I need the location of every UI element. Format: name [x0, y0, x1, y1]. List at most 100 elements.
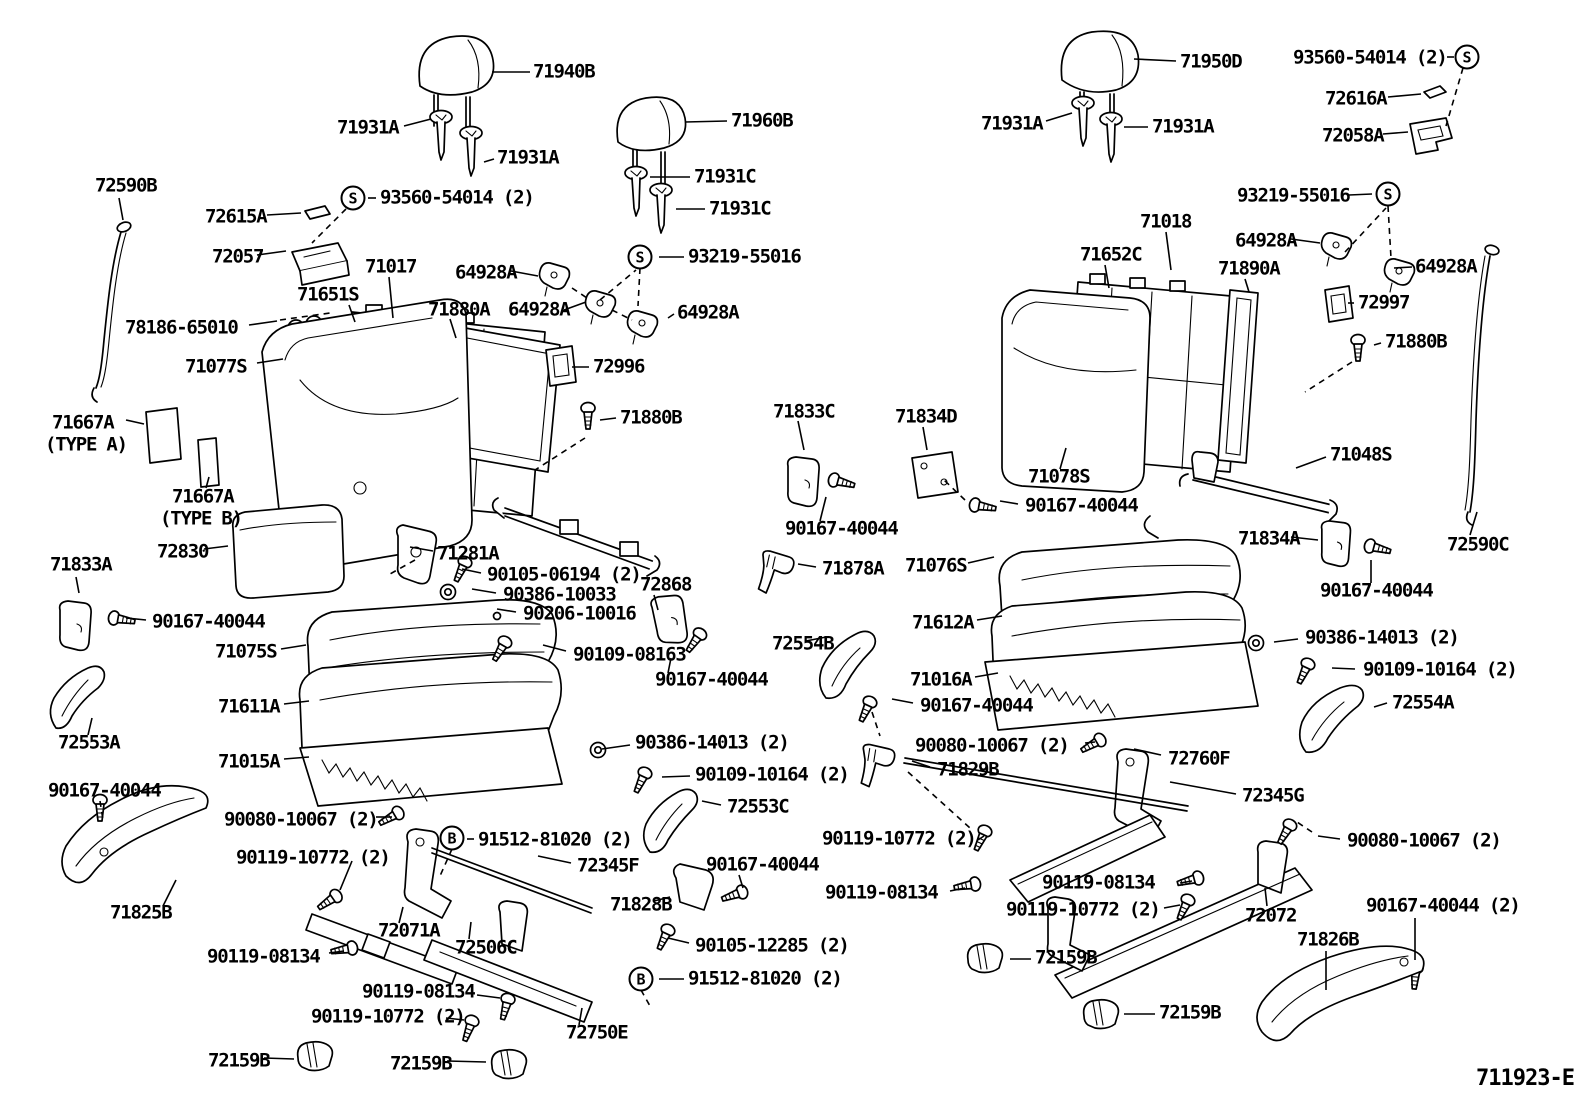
leader-line — [1291, 239, 1320, 243]
leader-line — [440, 849, 452, 876]
part-label: 90119-08134 — [1042, 871, 1156, 894]
part-label: 71931C — [694, 165, 757, 188]
leader-line — [389, 277, 393, 318]
part-label: 71880A — [428, 298, 491, 321]
riser-72071A-drawing — [405, 829, 452, 918]
shield-72553C-drawing — [644, 789, 698, 852]
part-label: 90206-10016 — [523, 602, 637, 625]
leader-line — [390, 560, 415, 574]
leader-line — [1374, 343, 1381, 345]
leader-line — [1388, 94, 1421, 97]
leader-line — [535, 438, 585, 470]
leader-line — [497, 609, 516, 612]
part-label: 71931A — [337, 116, 400, 139]
part-label: 72554B — [772, 632, 835, 655]
pad-71667A-typeB-drawing — [198, 438, 219, 487]
left-headrest-71960B-drawing — [617, 97, 685, 184]
bracket-72057-drawing — [292, 243, 349, 285]
leader-line — [668, 314, 674, 318]
riser-right-inner-drawing — [1047, 897, 1090, 971]
leader-line — [600, 270, 636, 300]
part-label: 72616A — [1325, 87, 1388, 110]
part-label: 71611A — [218, 695, 281, 718]
part-label: 90167-40044 — [655, 668, 769, 691]
part-label: 90119-10772 (2) — [1006, 898, 1161, 921]
part-label: 71878A — [822, 557, 885, 580]
belt-72590B-drawing — [92, 220, 132, 402]
symbol-marker-S: S — [340, 185, 366, 211]
shield-72554B-drawing — [820, 631, 876, 698]
part-label: 72057 — [212, 245, 264, 268]
part-label: 71880B — [620, 406, 683, 429]
leader-line — [126, 420, 144, 424]
part-label: 71931A — [1152, 115, 1215, 138]
leader-line — [908, 772, 970, 828]
part-label: 71829B — [937, 758, 1000, 781]
leader-line — [1085, 742, 1095, 743]
leader-line — [1332, 668, 1355, 669]
part-label: 71950D — [1180, 50, 1243, 73]
leader-line — [340, 861, 352, 890]
part-label: 71048S — [1330, 443, 1393, 466]
leader-line — [1388, 206, 1391, 258]
part-label: 72615A — [205, 205, 268, 228]
part-label: 71834D — [895, 405, 958, 428]
part-label: 72159B — [208, 1049, 271, 1072]
part-label: 90080-10067 (2) — [915, 734, 1070, 757]
leader-line — [892, 699, 913, 703]
leader-line — [923, 427, 927, 450]
part-label: 72590C — [1447, 533, 1510, 556]
part-label: 71825B — [110, 901, 173, 924]
leader-line — [1134, 59, 1176, 61]
leader-line — [100, 801, 103, 820]
part-label: 71667A — [52, 411, 115, 434]
part-label: 90386-14013 (2) — [635, 731, 790, 754]
part-label: 72159B — [1035, 946, 1098, 969]
stabilizer-72345G-drawing — [904, 758, 1188, 811]
leader-line — [204, 546, 228, 549]
stopper-72997-drawing — [1325, 286, 1353, 322]
leader-line — [469, 922, 471, 939]
leader-line — [511, 271, 538, 276]
part-label: 72830 — [157, 540, 209, 563]
part-label: 71931C — [709, 197, 772, 220]
leader-line — [1394, 267, 1412, 268]
part-label: (TYPE B) — [160, 507, 243, 530]
track-right-upper-drawing — [1010, 815, 1165, 902]
leader-line — [450, 319, 456, 338]
part-label: 90109-10164 (2) — [1363, 658, 1518, 681]
part-label: 71828B — [610, 893, 673, 916]
part-label: 71018 — [1140, 210, 1192, 233]
part-label: 72506C — [455, 936, 518, 959]
part-label: 90167-40044 — [152, 610, 266, 633]
belt-72590C-drawing — [1465, 244, 1500, 525]
part-label: (TYPE A) — [45, 433, 128, 456]
right-headrest-71950D-drawing — [1061, 31, 1138, 122]
leader-line — [349, 305, 355, 322]
leader-line — [872, 712, 880, 736]
part-label: 72996 — [593, 355, 645, 378]
leader-line — [538, 856, 571, 863]
shield-71826B-drawing — [1257, 946, 1424, 1040]
leader-line — [257, 251, 286, 255]
part-label: 72553A — [58, 731, 121, 754]
leader-line — [1134, 749, 1161, 755]
leader-line — [462, 569, 481, 573]
leader-line — [88, 718, 92, 735]
leader-line — [564, 302, 586, 310]
part-label: 90386-14013 (2) — [1305, 626, 1460, 649]
leader-line — [685, 121, 727, 122]
part-label: 93560-54014 (2) — [1293, 46, 1448, 69]
leader-line — [126, 618, 146, 620]
track-72072-drawing — [1055, 841, 1312, 998]
leader-line — [410, 547, 433, 551]
part-label: 72058A — [1322, 124, 1385, 147]
leader-line — [1374, 703, 1387, 707]
shield-72553A-drawing — [50, 666, 104, 728]
leader-line — [446, 1018, 464, 1020]
part-label: 72554A — [1392, 691, 1455, 714]
part-label: 64928A — [1415, 255, 1478, 278]
leader-line — [1245, 279, 1249, 292]
leader-line — [600, 418, 616, 420]
diagram-code: 711923-E — [1476, 1066, 1575, 1091]
